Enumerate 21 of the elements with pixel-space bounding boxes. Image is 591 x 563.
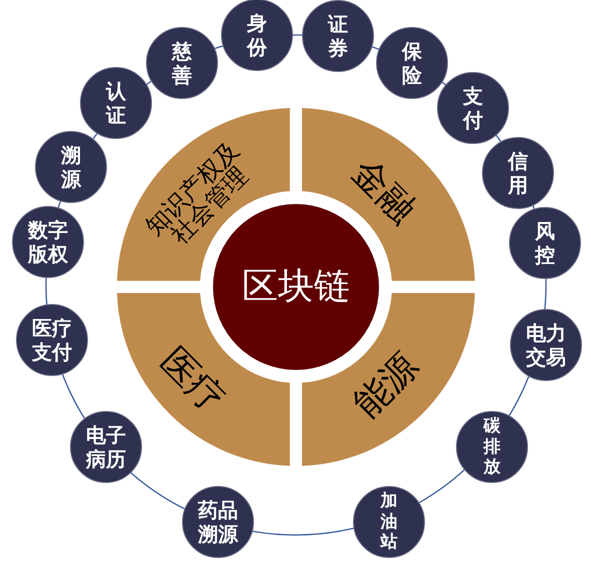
application-label: 支付 [462,84,484,132]
sector-label: 知识产权及社会管理 [140,136,254,252]
hub-label: 区块链 [242,267,350,307]
application-label: 电子病历 [85,423,127,471]
application-label: 药品溯源 [197,498,239,546]
application-label: 认证 [105,79,127,127]
application-label: 慈善 [171,39,193,87]
application-label: 碳排放 [482,416,502,478]
application-label: 证券 [327,12,349,60]
application-label: 数字版权 [27,218,69,266]
application-label: 风控 [534,219,556,267]
application-label: 保险 [401,39,423,87]
application-label: 身份 [246,11,268,59]
sector-label: 医疗 [152,341,232,421]
application-label: 信用 [507,149,529,197]
application-label: 加油站 [380,491,398,553]
sector-label: 能源 [347,346,427,426]
application-label: 电力交易 [525,321,567,369]
application-label: 医疗支付 [31,316,73,364]
application-label: 溯源 [60,143,82,191]
sector-label: 金融 [343,152,423,232]
